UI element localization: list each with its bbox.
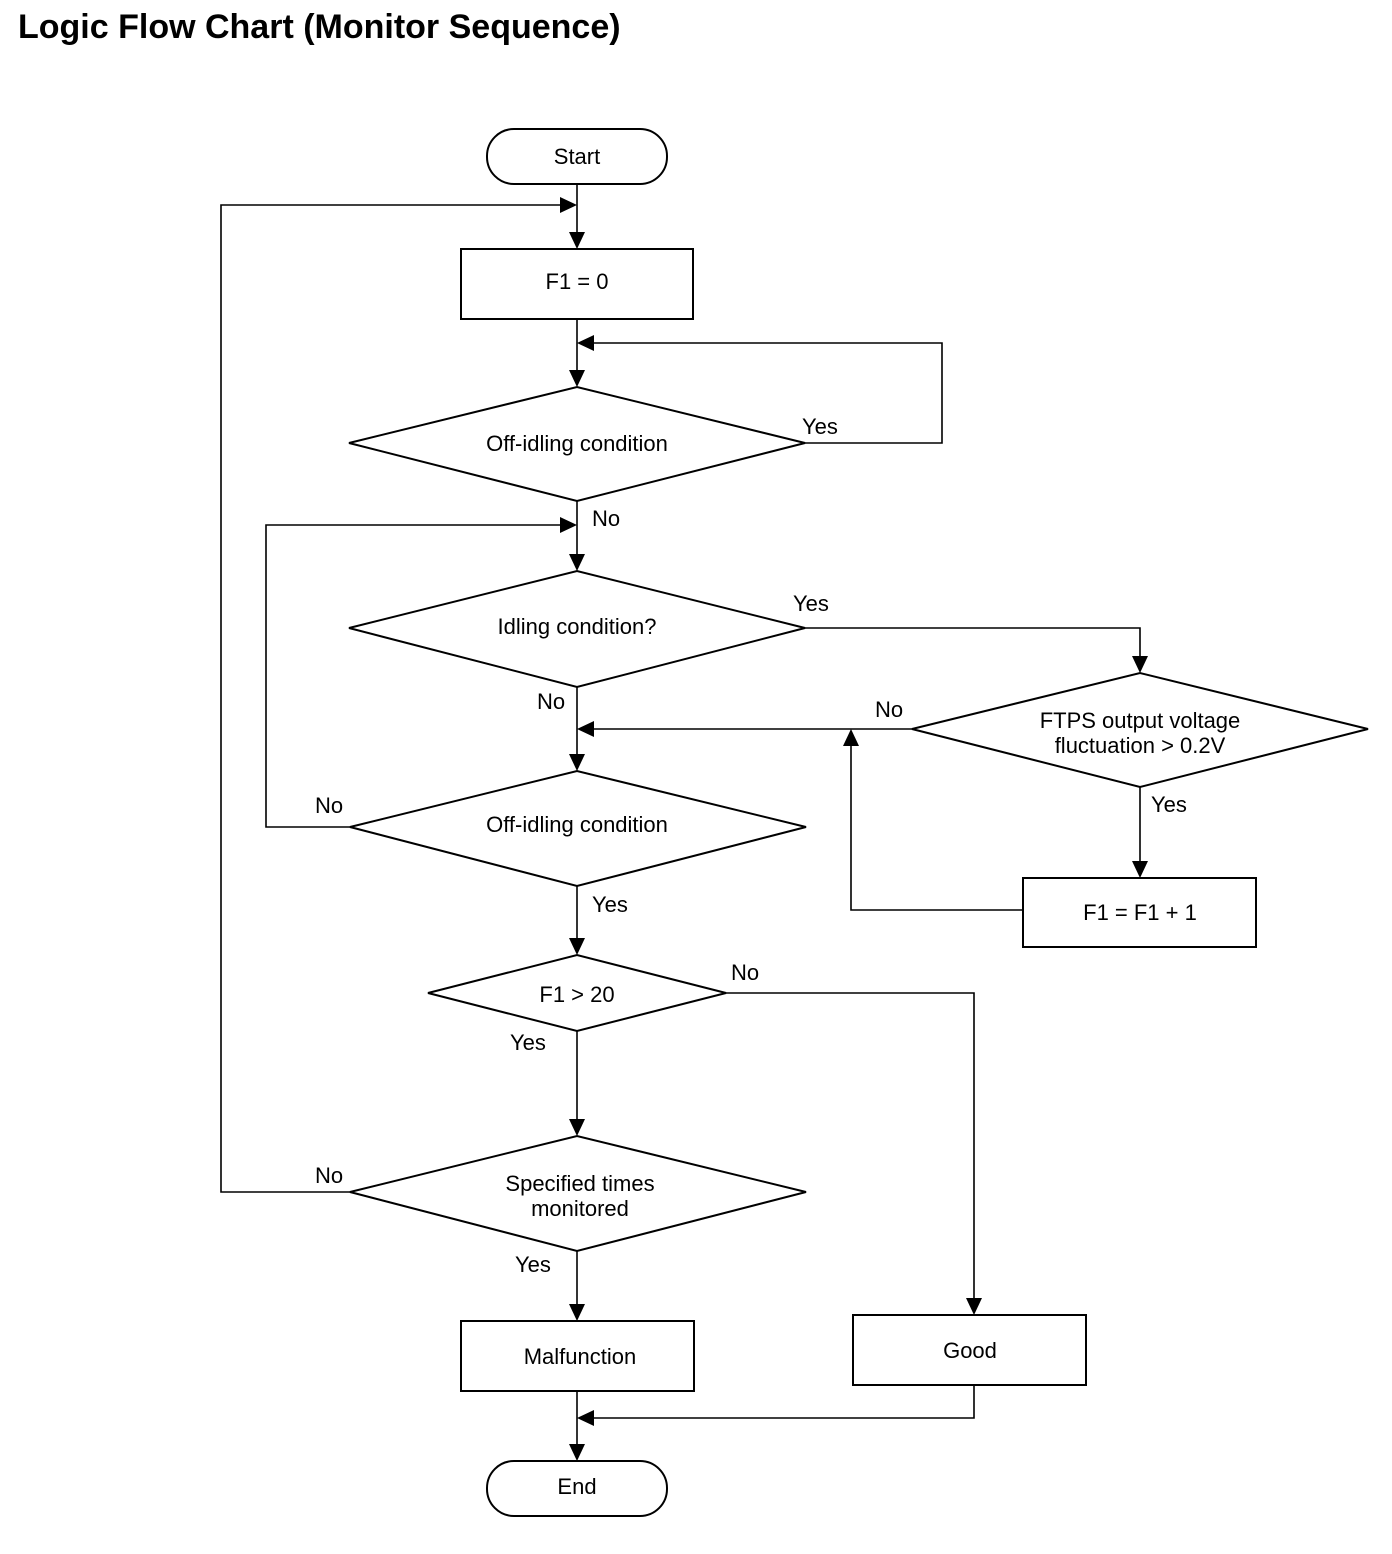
arrowhead [1132,861,1148,878]
idling-yes-label: Yes [793,591,829,616]
start-terminator [486,128,668,185]
arrowhead [1132,656,1148,673]
f1-no-label: No [731,960,759,985]
connector-increment-back [850,746,1023,911]
idling-decision [348,569,806,689]
f1-yes-label: Yes [510,1030,546,1055]
ftps-label-line2: fluctuation > 0.2V [1055,733,1226,758]
f1-increment-process [1022,877,1257,948]
ftps-decision [911,671,1369,789]
malfunction-label: Malfunction [524,1344,637,1369]
f1-gt-20-decision [427,953,727,1033]
malfunction-process [460,1320,695,1392]
page-title: Logic Flow Chart (Monitor Sequence) [18,8,621,46]
off-idling-1-label: Off-idling condition [486,431,668,456]
f1-zero-label: F1 = 0 [546,269,609,294]
good-label: Good [943,1338,997,1363]
arrowhead [577,335,594,351]
specified-label-line2: monitored [531,1196,629,1221]
off-idling-2-label: Off-idling condition [486,812,668,837]
idling-label: Idling condition? [497,614,656,639]
ftps-yes-label: Yes [1151,792,1187,817]
arrowhead [569,232,585,249]
idling-no-label: No [537,689,565,714]
arrowhead [569,1304,585,1321]
arrowhead [569,1119,585,1136]
arrowhead [843,729,859,746]
connector-offidling2-no-loop [265,524,560,828]
arrowhead [560,517,577,533]
end-label: End [557,1474,596,1499]
connector-idling-yes-ftps [805,627,1141,656]
ftps-no-label: No [875,697,903,722]
good-process [852,1314,1087,1386]
arrowhead [966,1298,982,1315]
off1-no-label: No [592,506,620,531]
spec-no-label: No [315,1163,343,1188]
arrowhead [569,754,585,771]
start-label: Start [554,144,600,169]
arrowhead [577,1410,594,1426]
connector-f1gt20-no-good [726,992,975,1298]
end-terminator [486,1460,668,1517]
specified-label-line1: Specified times [505,1171,654,1196]
arrowhead [569,938,585,955]
off2-yes-label: Yes [592,892,628,917]
specified-times-decision [349,1134,807,1253]
off-idling-decision-1 [348,385,806,503]
off1-yes-label: Yes [802,414,838,439]
ftps-label-line1: FTPS output voltage [1040,708,1241,733]
f1-gt-20-label: F1 > 20 [539,982,614,1007]
off2-no-label: No [315,793,343,818]
arrowhead [569,1444,585,1461]
connector-good-merge [594,1386,975,1419]
f1-increment-label: F1 = F1 + 1 [1083,900,1197,925]
arrowhead [569,554,585,571]
off-idling-decision-2 [349,769,807,888]
arrowhead [569,370,585,387]
arrowhead [560,197,577,213]
connector-specified-no-loop [220,204,560,1193]
f1-zero-process [460,248,694,320]
arrowhead [577,721,594,737]
spec-yes-label: Yes [515,1252,551,1277]
connector-offidling1-yes-loop [594,342,943,444]
